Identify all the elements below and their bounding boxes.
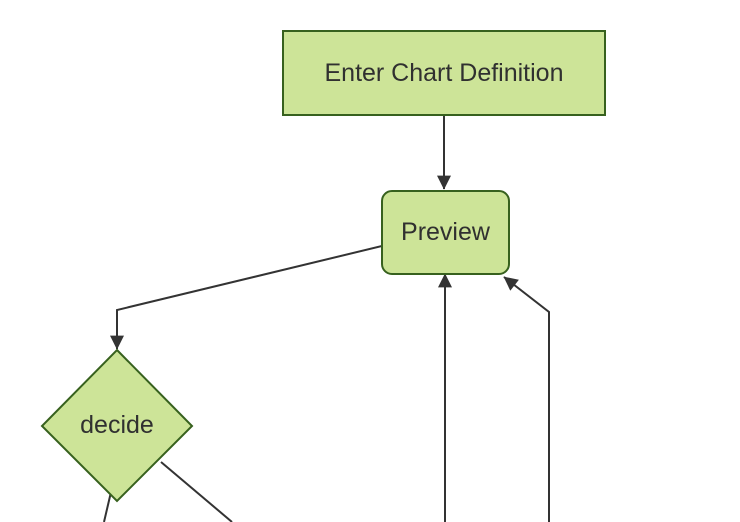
edge-return-to-preview-corner [503, 276, 550, 522]
node-decide-shape [40, 348, 194, 503]
edge-preview-to-decide [110, 245, 383, 350]
edge-decide-down-left [103, 491, 112, 522]
node-enter-chart-definition-shape [282, 30, 606, 116]
edge-decide-down-right [160, 461, 233, 522]
node-preview-shape [381, 190, 510, 275]
